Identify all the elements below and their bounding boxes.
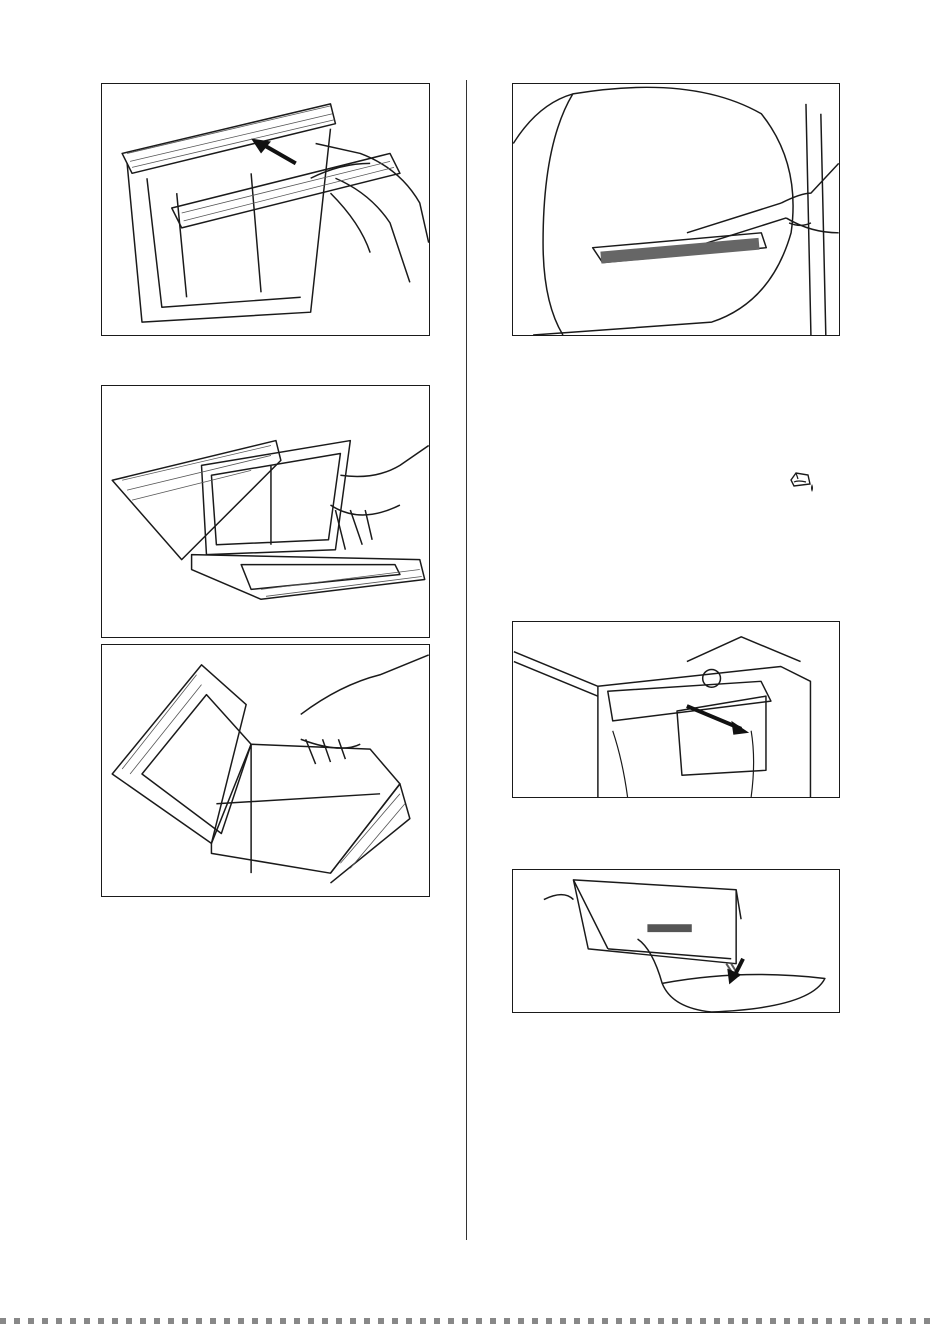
vacuum-filter-seat-illustration [513,84,839,335]
figure-vacuum-filter-seat [512,83,840,336]
figure-pull-out-water-tank [512,621,840,798]
remove-filter-illustration [102,84,429,335]
empty-water-tank-illustration [513,870,839,1012]
pull-out-water-tank-illustration [513,622,839,797]
figure-clean-filter-inner [101,644,430,897]
figure-remove-filter [101,83,430,336]
figure-empty-water-tank [512,869,840,1013]
figure-clean-filter-outer [101,385,430,638]
page-bottom-edge [0,1318,933,1324]
column-divider [466,80,467,1240]
water-container-icon [788,470,818,496]
clean-filter-inner-illustration [102,645,429,896]
clean-filter-outer-illustration [102,386,429,637]
